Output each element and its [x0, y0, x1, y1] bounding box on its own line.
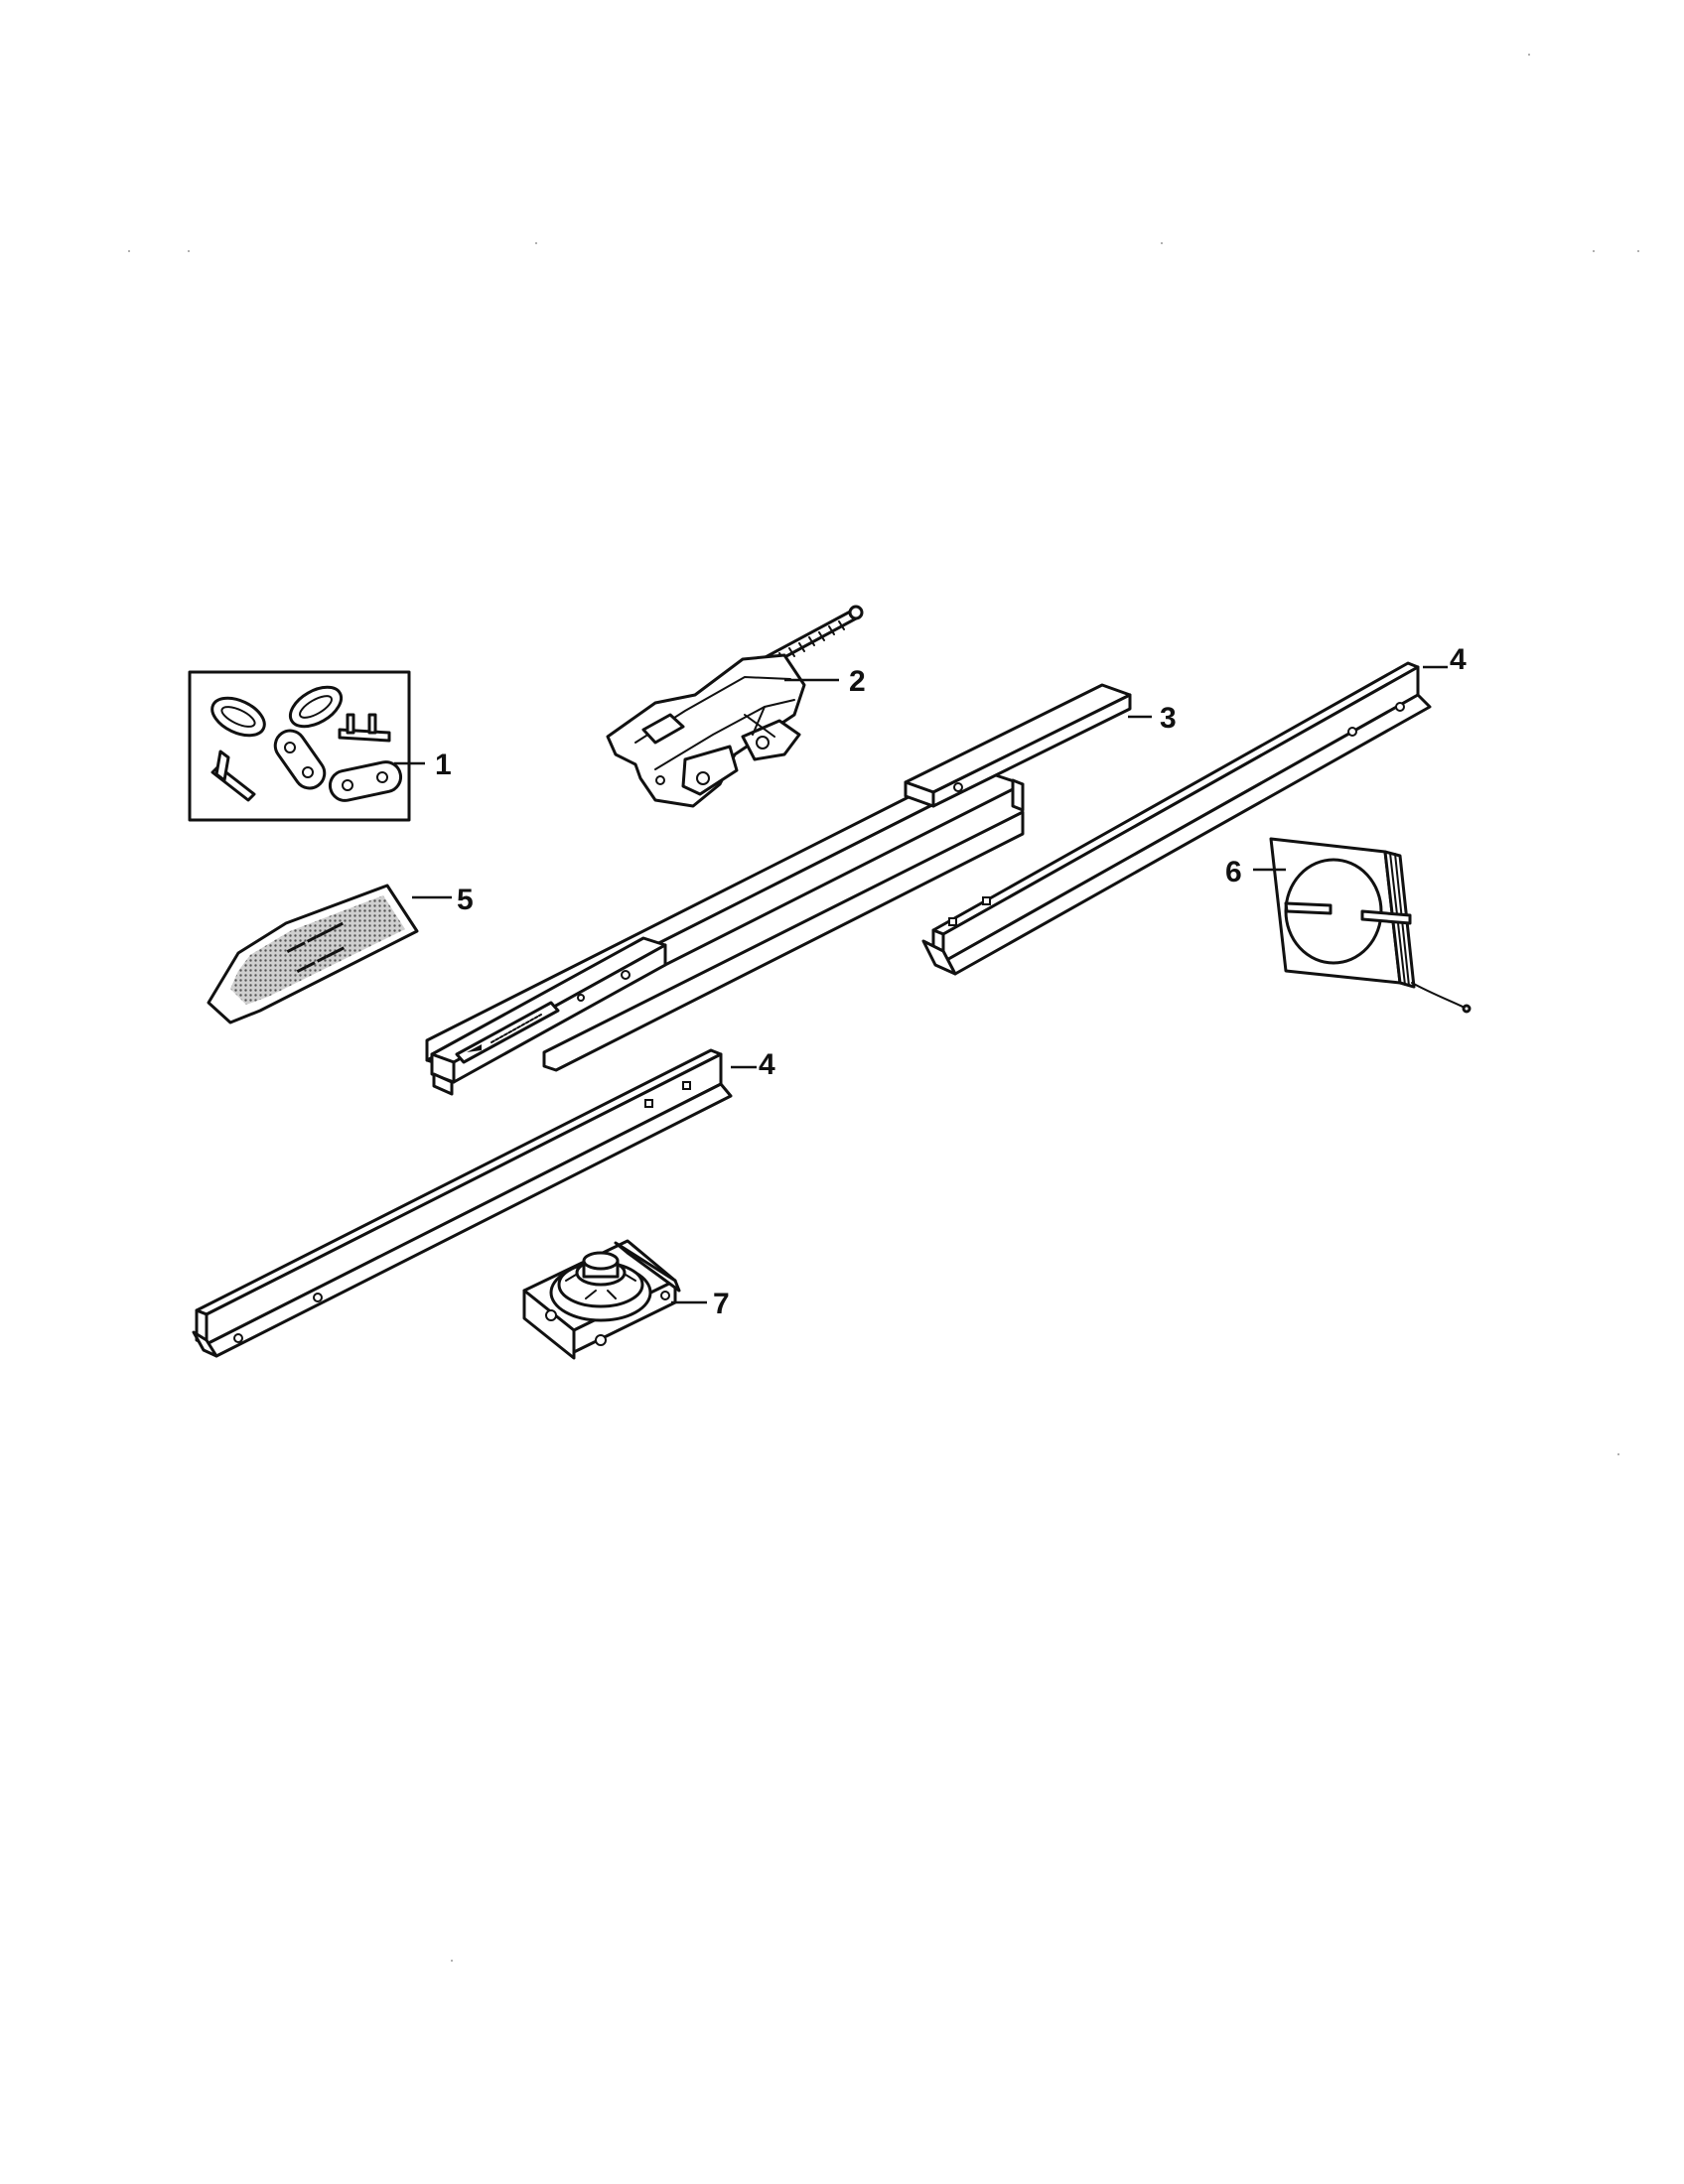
link-pin-icon	[210, 713, 391, 802]
callout-6: 6	[1225, 856, 1242, 888]
part-4-rail-lower: 4	[192, 1048, 775, 1358]
part-6-spacer-board: 6	[1225, 837, 1472, 1014]
callout-3: 3	[1160, 702, 1177, 735]
callout-5: 5	[457, 884, 474, 916]
pulley-wheel-icon	[549, 1251, 652, 1322]
warning-label-icon	[455, 1001, 560, 1064]
callout-4-lower: 4	[759, 1048, 775, 1081]
callout-1: 1	[435, 749, 452, 781]
callout-4-upper: 4	[1450, 643, 1467, 676]
part-2-trolley-assembly: 2	[606, 605, 866, 808]
part-1-chain-link-kit: 1	[188, 670, 452, 822]
part-3-center-rail: 3	[425, 683, 1177, 1096]
callout-2: 2	[849, 665, 866, 698]
callout-7: 7	[713, 1288, 730, 1320]
part-5-warning-tag: ▬▬ ▬▬▬▬ ▬▬ ▬▬▬ 5	[207, 884, 474, 1024]
part-4-rail-upper: 4	[921, 643, 1467, 976]
master-link-icon	[210, 685, 344, 738]
side-plate-icon	[273, 729, 403, 802]
part-7-pulley-bracket: 7	[522, 1239, 730, 1360]
scan-specks	[128, 54, 1639, 1962]
